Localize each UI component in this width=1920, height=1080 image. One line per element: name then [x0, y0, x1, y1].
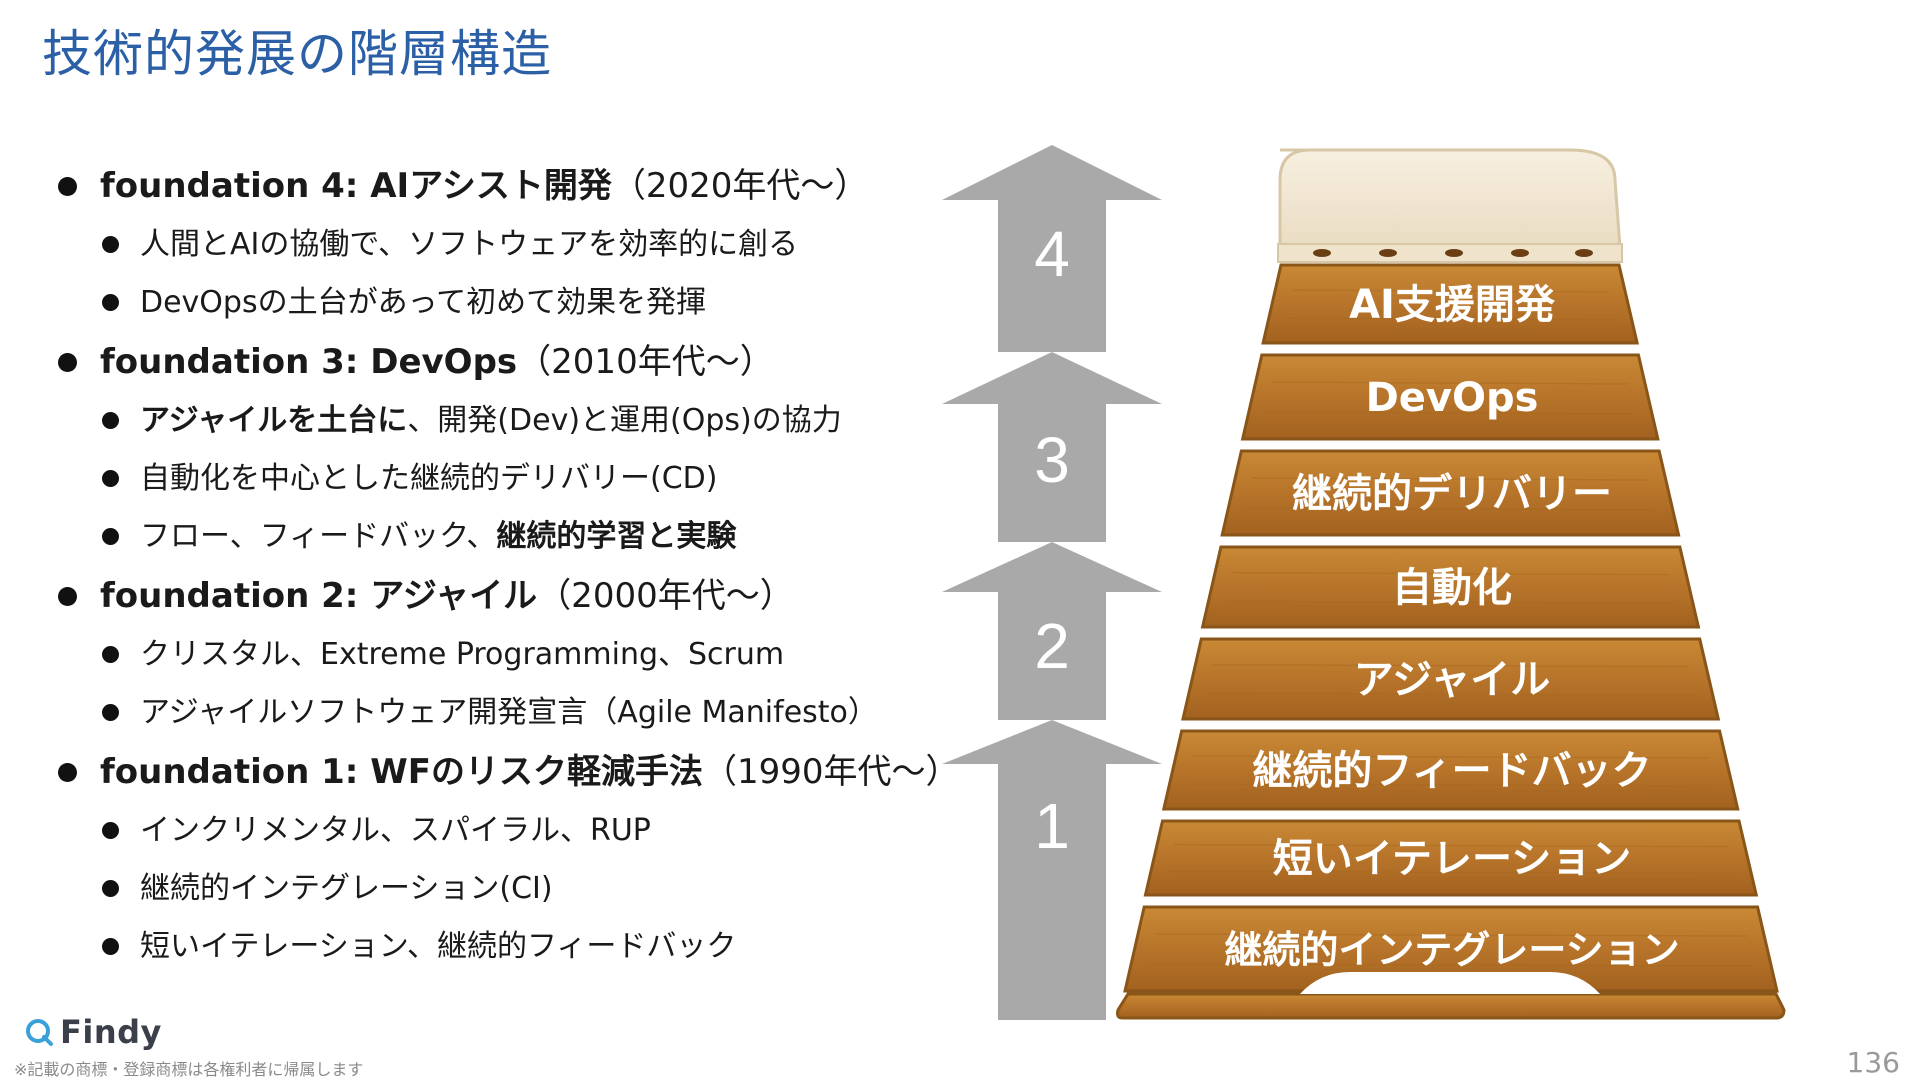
stack-tier: [1240, 353, 1660, 441]
stack-tier-label: 継続的フィードバック: [1252, 748, 1651, 794]
bullet-icon: [102, 822, 119, 839]
arrow-label: 3: [1034, 424, 1070, 496]
stack-tier-label: 短いイテレーション: [1273, 836, 1631, 882]
bullet-icon: [102, 704, 119, 721]
arrow-4-icon: 4: [942, 145, 1162, 352]
wood-grain: [1245, 507, 1656, 511]
wood-grain: [1168, 870, 1734, 875]
foundation-2-heading: foundation 2: アジャイル（2000年代〜）: [56, 566, 956, 626]
logo-text: Findy: [60, 1013, 162, 1051]
stack-tier-label: DevOps: [1366, 375, 1539, 421]
stack-tier: [1261, 263, 1640, 345]
bullet-icon: [58, 763, 77, 782]
arrow-3-icon: 3: [942, 352, 1162, 542]
wood-grain: [1148, 963, 1754, 967]
list-item: クリスタル、Extreme Programming、Scrum: [56, 626, 956, 684]
arrow-1-icon: 1: [942, 720, 1162, 1020]
stack-tier: [1200, 545, 1701, 629]
arrow-label: 1: [1034, 790, 1070, 862]
bullet-icon: [102, 294, 119, 311]
stack-tier-label: アジャイル: [1354, 657, 1550, 703]
stack-base: [1116, 972, 1786, 1020]
bullet-icon: [102, 412, 119, 429]
bullet-icon: [102, 880, 119, 897]
list-item: アジャイルを土台に、開発(Dev)と運用(Ops)の協力: [56, 392, 956, 450]
list-item: 人間とAIの協働で、ソフトウェアを効率的に創る: [56, 216, 956, 274]
stack-tier: [1181, 637, 1721, 721]
bullet-icon: [58, 587, 77, 606]
bullet-icon: [58, 177, 77, 196]
foundation-4-heading: foundation 4: AIアシスト開発（2020年代〜）: [56, 156, 956, 216]
bullet-icon: [102, 236, 119, 253]
vaulting-box-stack: AI支援開発 DevOps 継続的デリバリー自動化アジャイル継続的フィードバック短い…: [1116, 148, 1786, 1020]
bullet-icon: [102, 646, 119, 663]
arrow-label: 4: [1034, 218, 1070, 290]
stack-tier-label: 継続的インテグレーション: [1224, 928, 1679, 972]
stack-tier: [1143, 819, 1759, 897]
outline: foundation 4: AIアシスト開発（2020年代〜） 人間とAIの協働…: [56, 156, 960, 976]
list-item: インクリメンタル、スパイラル、RUP: [56, 802, 956, 860]
trademark-note: ※記載の商標・登録商標は各権利者に帰属します: [14, 1060, 364, 1079]
level-arrows: 4 3 2 1: [942, 145, 1162, 1020]
stack-tier: [1220, 449, 1681, 537]
stack-tier-label: 自動化: [1392, 565, 1512, 611]
wood-grain: [1286, 317, 1615, 321]
foundation-1-heading: foundation 1: WFのリスク軽減手法（1990年代〜）: [56, 742, 960, 802]
list-item: アジャイルソフトウェア開発宣言（Agile Manifesto）: [56, 684, 956, 742]
arrow-label: 2: [1034, 610, 1070, 682]
wood-grain: [1292, 289, 1609, 293]
list-item: 自動化を中心とした継続的デリバリー(CD): [56, 450, 956, 508]
stack-tier: [1123, 905, 1779, 993]
wood-grain: [1266, 411, 1635, 415]
wood-grain: [1186, 783, 1715, 787]
list-item: DevOpsの土台があって初めて効果を発揮: [56, 274, 956, 332]
stack-tier-label: 継続的デリバリー: [1292, 471, 1612, 517]
bullet-icon: [102, 938, 119, 955]
bullet-icon: [102, 470, 119, 487]
foundation-3-heading: foundation 3: DevOps（2010年代〜）: [56, 332, 956, 392]
wood-grain: [1212, 663, 1689, 668]
list-item: 短いイテレーション、継続的フィードバック: [56, 918, 956, 976]
list-item: 継続的インテグレーション(CI): [56, 860, 956, 918]
findy-logo: Findy: [24, 1012, 162, 1052]
wood-grain: [1272, 381, 1628, 385]
wood-grain: [1251, 477, 1649, 481]
page-number: 136: [1846, 1046, 1900, 1079]
logo-mark-icon: [26, 1019, 53, 1046]
arrow-2-icon: 2: [942, 542, 1162, 720]
list-item: フロー、フィードバック、継続的学習と実験: [56, 508, 956, 566]
bullet-icon: [58, 353, 77, 372]
wood-grain: [1154, 933, 1748, 937]
wood-grain: [1231, 571, 1670, 576]
stack-tier-label: AI支援開発: [1349, 282, 1556, 328]
wood-grain: [1173, 843, 1728, 848]
stack-tier: [1161, 729, 1740, 811]
bullet-icon: [102, 528, 119, 545]
cushion-top: [1277, 148, 1623, 263]
wood-grain: [1225, 600, 1676, 605]
wood-grain: [1206, 692, 1696, 697]
wood-grain: [1192, 755, 1709, 759]
page-title: 技術的発展の階層構造: [42, 25, 552, 83]
stack-tiers: AI支援開発 DevOps 継続的デリバリー自動化アジャイル継続的フィードバック短い…: [1123, 263, 1779, 993]
